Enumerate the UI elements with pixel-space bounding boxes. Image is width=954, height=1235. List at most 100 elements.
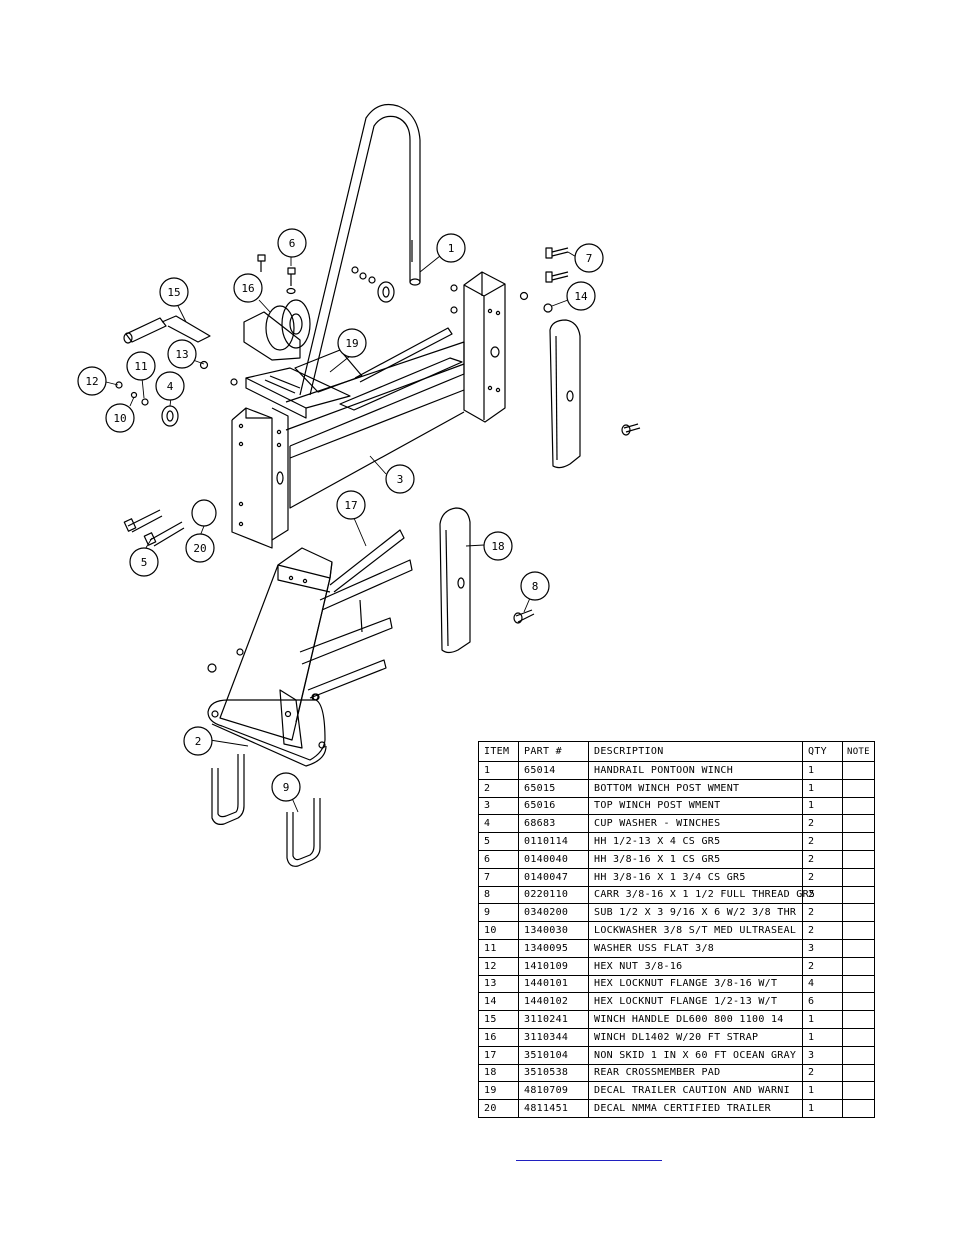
cell-part: 1340095 <box>518 938 589 958</box>
cell-note <box>842 992 875 1012</box>
balloon-14: 14 <box>566 281 596 311</box>
balloon-7: 7 <box>574 243 604 273</box>
cell-part: 3510538 <box>518 1063 589 1083</box>
svg-text:8: 8 <box>532 580 539 593</box>
cell-description: SUB 1/2 X 3 9/16 X 6 W/2 3/8 THR <box>588 903 803 923</box>
cell-note <box>842 1045 875 1065</box>
cell-part: 1410109 <box>518 956 589 976</box>
balloon-15: 15 <box>159 277 189 307</box>
cell-item: 9 <box>478 903 519 923</box>
svg-text:12: 12 <box>85 375 98 388</box>
cell-item: 20 <box>478 1099 519 1118</box>
cell-qty: 2 <box>802 1063 843 1083</box>
cell-part: 0140040 <box>518 849 589 869</box>
item-balloons: 1 2 3 4 5 6 7 8 9 10 11 12 13 14 15 16 1… <box>77 228 604 802</box>
cell-description: REAR CROSSMEMBER PAD <box>588 1063 803 1083</box>
balloon-19: 19 <box>337 328 367 358</box>
svg-text:15: 15 <box>167 286 180 299</box>
svg-text:6: 6 <box>289 237 296 250</box>
cell-description: DECAL NMMA CERTIFIED TRAILER <box>588 1099 803 1118</box>
cell-description: BOTTOM WINCH POST WMENT <box>588 778 803 798</box>
cell-part: 68683 <box>518 814 589 834</box>
balloon-6: 6 <box>277 228 307 258</box>
balloon-18: 18 <box>483 531 513 561</box>
balloon-17: 17 <box>336 490 366 520</box>
balloon-20: 20 <box>185 533 215 563</box>
svg-text:13: 13 <box>175 348 188 361</box>
balloon-8: 8 <box>520 571 550 601</box>
cell-item: 6 <box>478 849 519 869</box>
bottom-winch-post <box>207 529 413 767</box>
svg-text:3: 3 <box>397 473 404 486</box>
cell-item: 19 <box>478 1081 519 1101</box>
cell-part: 4811451 <box>518 1099 589 1118</box>
cell-qty: 1 <box>802 778 843 798</box>
leader-lines <box>105 251 579 813</box>
header-item: ITEM <box>478 741 519 762</box>
svg-text:4: 4 <box>167 380 174 393</box>
balloon-1: 1 <box>436 233 466 263</box>
cell-item: 12 <box>478 956 519 976</box>
cell-part: 4810709 <box>518 1081 589 1101</box>
cell-item: 11 <box>478 938 519 958</box>
cell-part: 0140047 <box>518 867 589 887</box>
cell-description: WASHER USS FLAT 3/8 <box>588 938 803 958</box>
cell-qty: 2 <box>802 832 843 851</box>
svg-text:5: 5 <box>141 556 148 569</box>
cell-part: 1440101 <box>518 974 589 994</box>
cell-note <box>842 1027 875 1047</box>
cell-item: 17 <box>478 1045 519 1065</box>
top-winch-post <box>231 271 506 549</box>
balloon-13: 13 <box>167 339 197 369</box>
cell-item: 13 <box>478 974 519 994</box>
cell-description: HANDRAIL PONTOON WINCH <box>588 761 803 780</box>
cell-qty: 2 <box>802 956 843 976</box>
cell-part: 0110114 <box>518 832 589 851</box>
crossmember-pads <box>439 319 581 654</box>
handrail <box>299 103 421 396</box>
cell-item: 8 <box>478 885 519 905</box>
cell-part: 0220110 <box>518 885 589 905</box>
header-description: DESCRIPTION <box>588 741 803 762</box>
cell-part: 3110241 <box>518 1010 589 1029</box>
cell-description: NON SKID 1 IN X 60 FT OCEAN GRAY <box>588 1045 803 1065</box>
cell-qty: 1 <box>802 1099 843 1118</box>
footer-link[interactable] <box>516 1148 662 1161</box>
cell-note <box>842 867 875 887</box>
cell-qty: 2 <box>802 849 843 869</box>
cell-part: 0340200 <box>518 903 589 923</box>
svg-text:7: 7 <box>586 252 593 265</box>
cell-item: 4 <box>478 814 519 834</box>
cell-qty: 1 <box>802 761 843 780</box>
cell-item: 5 <box>478 832 519 851</box>
cell-note <box>842 1063 875 1083</box>
winch-and-handle <box>123 299 311 361</box>
cell-note <box>842 832 875 851</box>
cell-item: 1 <box>478 761 519 780</box>
cell-qty: 2 <box>802 814 843 834</box>
cell-item: 18 <box>478 1063 519 1083</box>
cell-part: 65016 <box>518 796 589 816</box>
cell-part: 65015 <box>518 778 589 798</box>
bom-header-row: ITEM PART # DESCRIPTION QTY NOTE <box>478 741 875 762</box>
svg-text:2: 2 <box>195 735 202 748</box>
header-qty: QTY <box>802 741 843 762</box>
balloon-9: 9 <box>271 772 301 802</box>
svg-text:18: 18 <box>491 540 504 553</box>
cell-description: TOP WINCH POST WMENT <box>588 796 803 816</box>
